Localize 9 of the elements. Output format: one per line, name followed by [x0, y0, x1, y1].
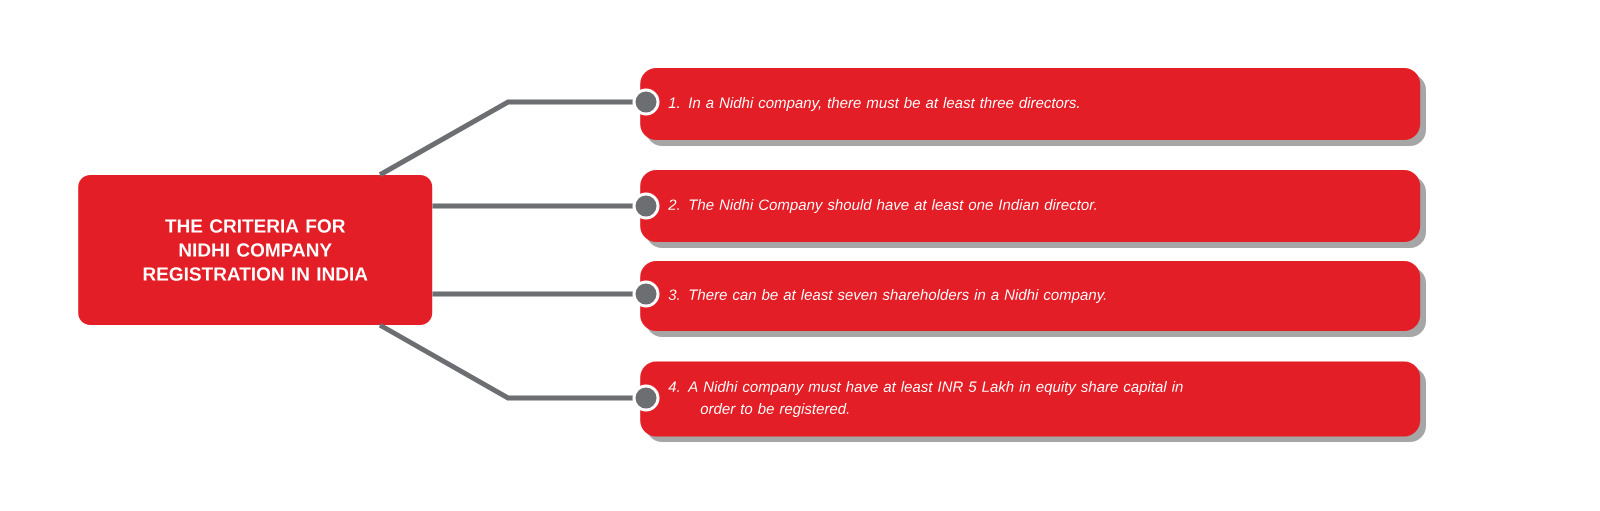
criteria-box: 3. There can be at least seven shareholders in a Nidhi company. [640, 261, 1421, 331]
criteria-box: 4. A Nidhi company must have at least INR 5 Lakh in equity share capital in order to be registered. [640, 361, 1421, 437]
title-box: THE CRITERIA FOR NIDHI COMPANY REGISTRATION IN INDIA [78, 175, 433, 325]
criteria-box: 2. The Nidhi Company should have at least one Indian director. [640, 170, 1421, 242]
connector [432, 192, 660, 220]
connector [432, 280, 660, 308]
connector [378, 323, 660, 412]
criteria-box: 1. In a Nidhi company, there must be at least three directors. [640, 68, 1421, 140]
connector [378, 88, 660, 177]
